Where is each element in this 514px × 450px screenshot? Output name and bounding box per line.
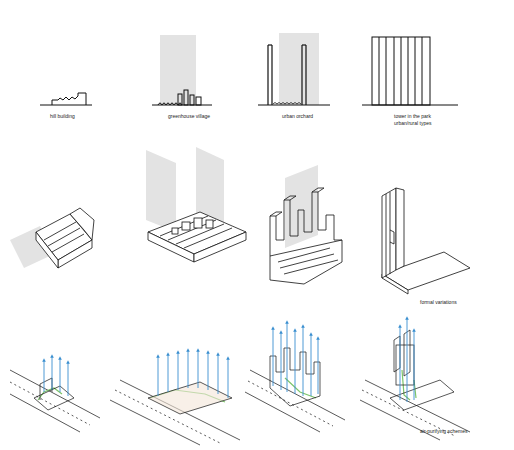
caption-label: urban/rural types <box>394 120 432 126</box>
caption-label: tower in the park <box>394 113 431 119</box>
caption-label: greenhouse village <box>168 113 210 119</box>
caption-label: hill building <box>50 113 75 119</box>
caption-label: formal variations <box>420 299 457 305</box>
caption-label: air-purifying schemes <box>420 428 468 434</box>
caption-label: urban orchard <box>282 113 313 119</box>
